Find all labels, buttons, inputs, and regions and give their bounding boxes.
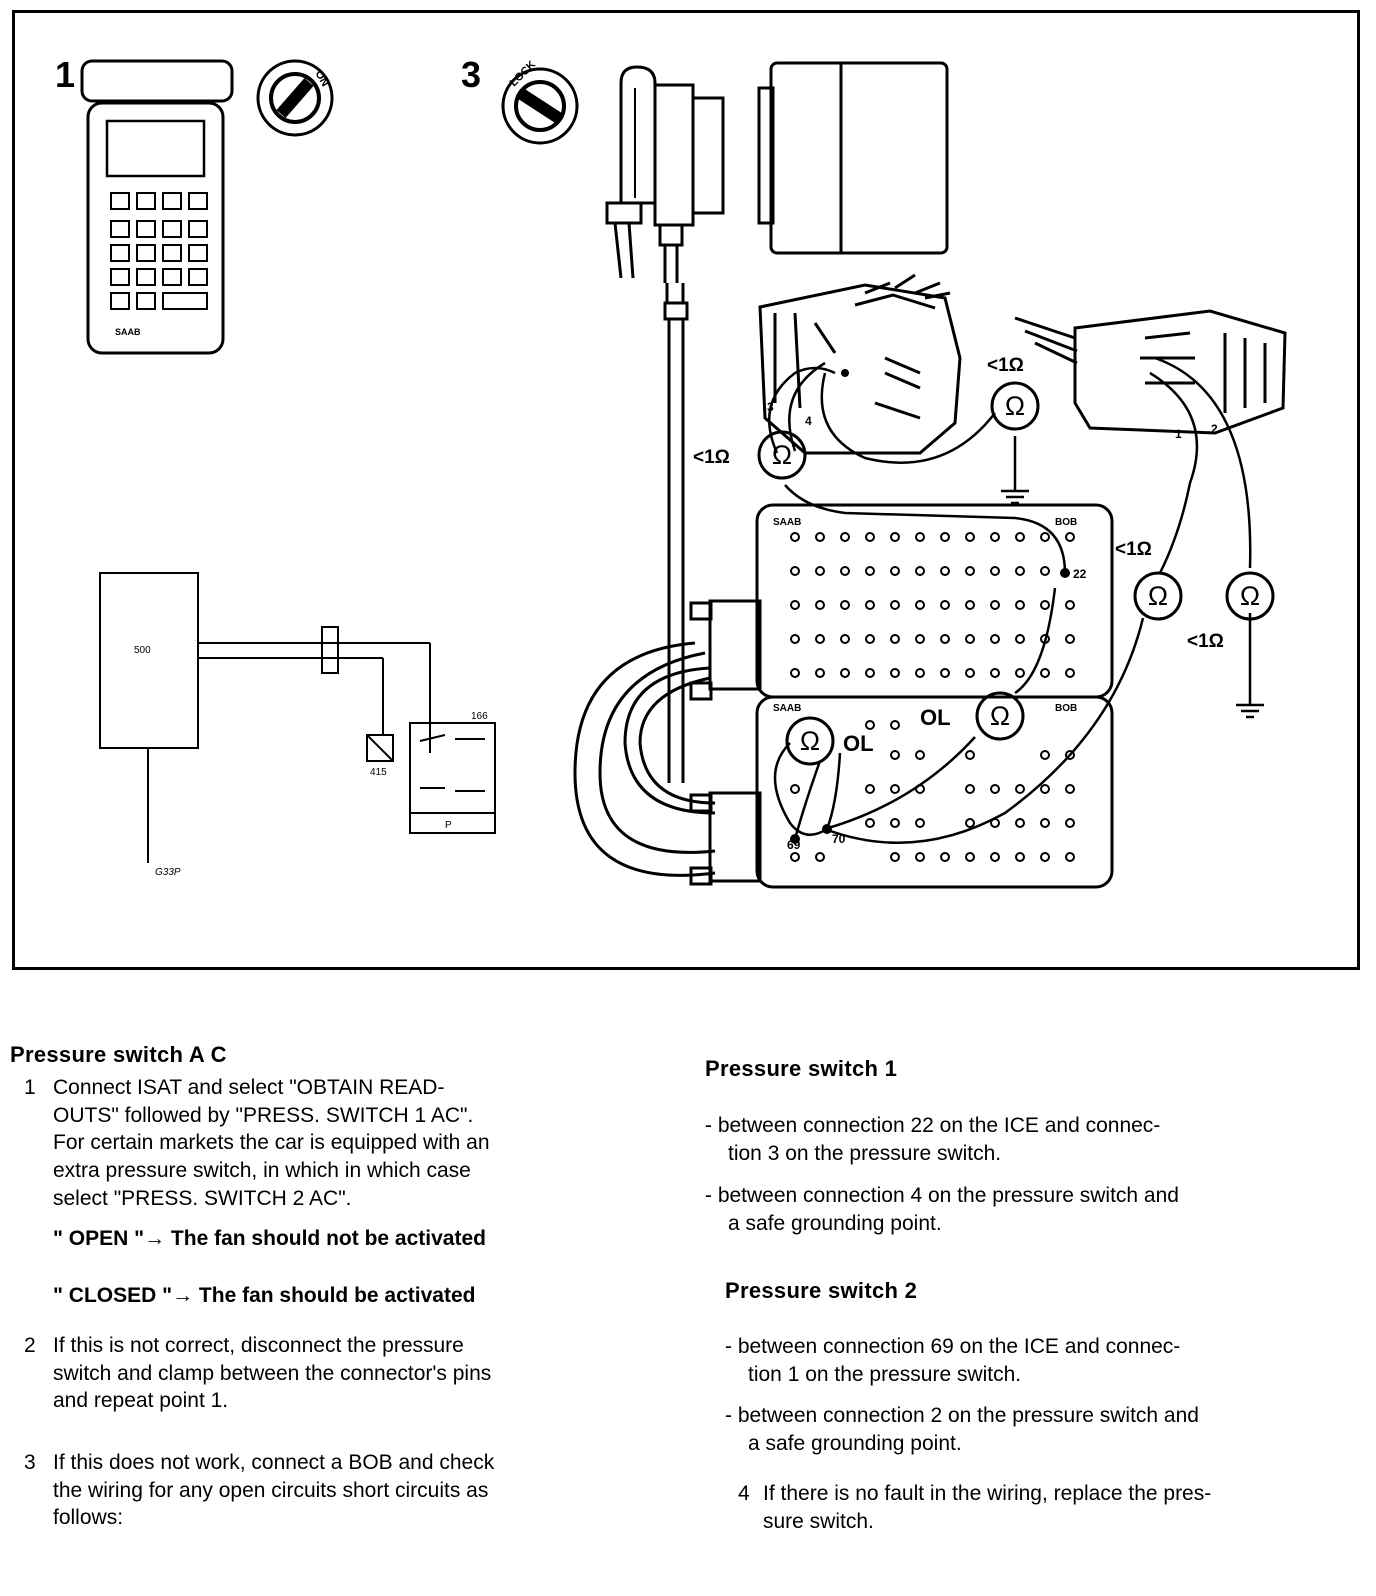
item-number: 3: [24, 1451, 36, 1474]
resistance-label: <1Ω: [1115, 539, 1152, 560]
open-loop-label: OL: [920, 705, 951, 730]
svg-text:500: 500: [134, 645, 151, 656]
svg-text:Ω: Ω: [990, 701, 1010, 731]
item-number: 1: [24, 1076, 36, 1099]
step-number-1: 1: [55, 54, 75, 95]
ohmmeter-icon: [757, 381, 1275, 766]
svg-text:2: 2: [1211, 422, 1218, 436]
step-1-text: Connect ISAT and select "OBTAIN READ- OU…: [53, 1076, 490, 1210]
open-condition: " OPEN "→ The fan should not be activate…: [53, 1227, 486, 1250]
svg-text:BOB: BOB: [1055, 517, 1077, 528]
bob-breakout-box-illustration: [573, 503, 1114, 889]
step-2-text: If this is not correct, disconnect the p…: [53, 1334, 492, 1413]
svg-text:G33P: G33P: [155, 867, 181, 878]
isat-tester-illustration: SAAB: [80, 59, 234, 355]
svg-text:166: 166: [471, 711, 488, 722]
step-3-text: If this does not work, connect a BOB and…: [53, 1451, 495, 1530]
item-number: 2: [24, 1334, 36, 1357]
svg-text:SAAB: SAAB: [773, 703, 801, 714]
ignition-key-on-icon: [256, 59, 334, 137]
left-heading: Pressure switch A C: [10, 1042, 227, 1067]
step-number-3: 3: [461, 54, 481, 95]
svg-text:Ω: Ω: [800, 726, 820, 756]
bullet-text: - between connection 4 on the pressure s…: [705, 1184, 1179, 1235]
svg-text:69: 69: [787, 838, 801, 852]
schematic-wiring: [99, 572, 496, 863]
resistance-label: <1Ω: [693, 447, 730, 468]
ground-symbol: [1001, 478, 1264, 719]
svg-text:22: 22: [1073, 567, 1087, 581]
svg-text:Ω: Ω: [1005, 391, 1025, 421]
resistance-label: <1Ω: [987, 355, 1024, 376]
svg-text:3: 3: [767, 400, 774, 414]
open-loop-label: OL: [843, 731, 874, 756]
pressure-switch-connector-2-illustration: [1014, 309, 1287, 435]
svg-text:70: 70: [832, 832, 846, 846]
svg-text:4: 4: [805, 414, 812, 428]
resistance-label: <1Ω: [1187, 631, 1224, 652]
svg-text:SAAB: SAAB: [773, 517, 801, 528]
diagram-figure: SAAB 1 ON 3 LOCK: [12, 10, 1360, 970]
pressure-switch-1-heading: Pressure switch 1: [705, 1056, 898, 1081]
svg-text:Ω: Ω: [1148, 581, 1168, 611]
pressure-switch-2-heading: Pressure switch 2: [725, 1278, 918, 1303]
wiring-diagram: SAAB 1 ON 3 LOCK: [55, 54, 1287, 889]
svg-text:415: 415: [370, 767, 387, 778]
pressure-switch-connector-1-illustration: [758, 273, 962, 455]
ecu-connector-cable-illustration: [605, 65, 725, 783]
bullet-text: - between connection 2 on the pressure s…: [725, 1404, 1199, 1455]
bullet-text: - between connection 69 on the ICE and c…: [725, 1335, 1181, 1386]
step-4-text: If there is no fault in the wiring, repl…: [763, 1482, 1212, 1533]
measurement-leads: [768, 356, 1252, 844]
svg-text:1: 1: [1175, 427, 1182, 441]
svg-text:BOB: BOB: [1055, 703, 1077, 714]
ignition-key-lock-icon: [501, 67, 579, 145]
item-number: 4: [738, 1482, 750, 1505]
svg-text:SAAB: SAAB: [115, 327, 141, 337]
closed-condition: " CLOSED "→ The fan should be activated: [53, 1284, 476, 1307]
svg-text:Ω: Ω: [1240, 581, 1260, 611]
bullet-text: - between connection 22 on the ICE and c…: [705, 1114, 1161, 1165]
ecu-box-illustration: [757, 61, 949, 255]
svg-text:P: P: [445, 820, 452, 831]
svg-text:Ω: Ω: [772, 440, 792, 470]
